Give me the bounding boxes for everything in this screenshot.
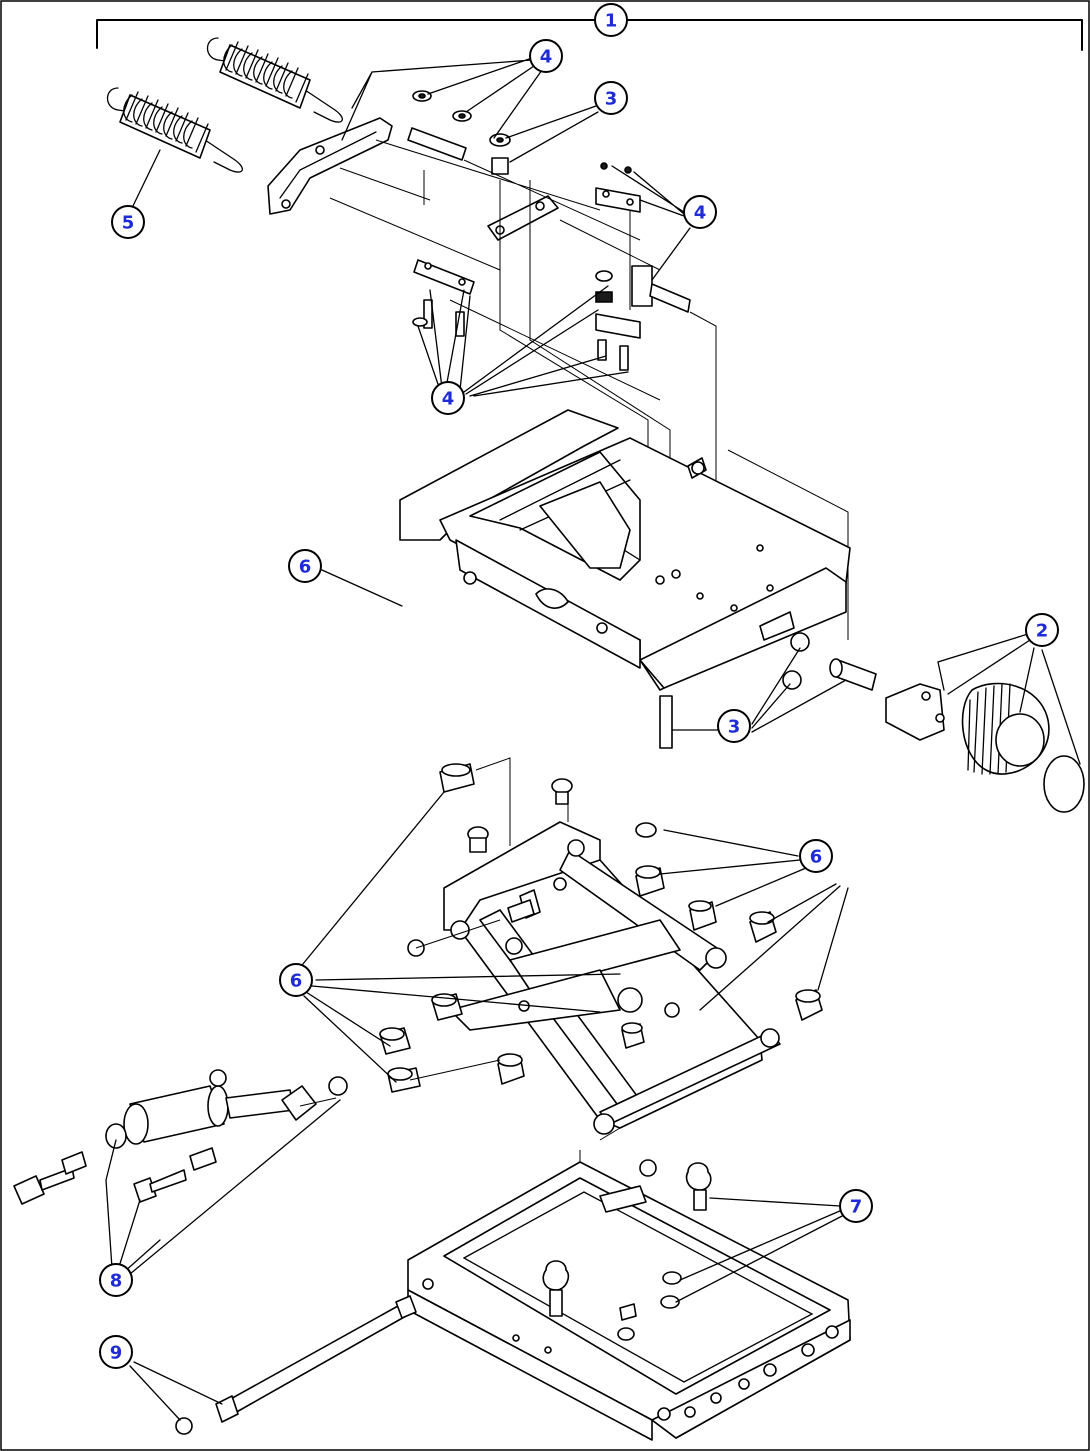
callout-4-right: 4 (683, 195, 717, 229)
assembly-bracket (96, 19, 1083, 51)
shock-absorber (13, 1069, 348, 1205)
callout-8: 8 (99, 1263, 133, 1297)
callout-1: 1 (594, 3, 628, 37)
callout-6-upper: 6 (288, 549, 322, 583)
callout-6-left-label: 6 (290, 971, 303, 992)
callout-7-label: 7 (850, 1197, 863, 1218)
upper-hardware (407, 90, 691, 371)
scissor-mechanism (443, 821, 781, 1135)
callout-9: 9 (99, 1335, 133, 1369)
adjustment-lever (267, 117, 393, 215)
callout-3-lower-label: 3 (728, 717, 741, 738)
callout-4-top-label: 4 (540, 47, 553, 68)
callout-5: 5 (111, 205, 145, 239)
callout-9-label: 9 (110, 1343, 123, 1364)
callout-5-label: 5 (122, 213, 135, 234)
base-frame (407, 1161, 851, 1441)
callout-1-label: 1 (605, 11, 618, 32)
bushings (379, 763, 823, 1093)
callout-4-top: 4 (529, 39, 563, 73)
base-hardware (542, 1159, 712, 1341)
alignment-lines-upper (329, 139, 849, 640)
callout-4-bottom-label: 4 (442, 389, 455, 410)
callout-6-right-label: 6 (810, 847, 823, 868)
upper-seat-frame (399, 409, 851, 691)
callout-4-bottom: 4 (431, 381, 465, 415)
rod (175, 1295, 417, 1435)
callout-3-upper-label: 3 (605, 89, 618, 110)
callout-3-upper: 3 (594, 81, 628, 115)
callout-3-lower: 3 (717, 709, 751, 743)
callout-2: 2 (1025, 613, 1059, 647)
callout-6-left: 6 (279, 963, 313, 997)
alignment-lines-lower (299, 757, 621, 1162)
callout-4-right-label: 4 (694, 203, 707, 224)
callout-6-right: 6 (799, 839, 833, 873)
callout-6-upper-label: 6 (299, 557, 312, 578)
leader-lines (105, 57, 1081, 1421)
callout-7: 7 (839, 1189, 873, 1223)
adjust-knob-assembly (659, 632, 1085, 813)
callout-2-label: 2 (1036, 621, 1049, 642)
tension-springs (106, 37, 343, 173)
callout-8-label: 8 (110, 1271, 123, 1292)
